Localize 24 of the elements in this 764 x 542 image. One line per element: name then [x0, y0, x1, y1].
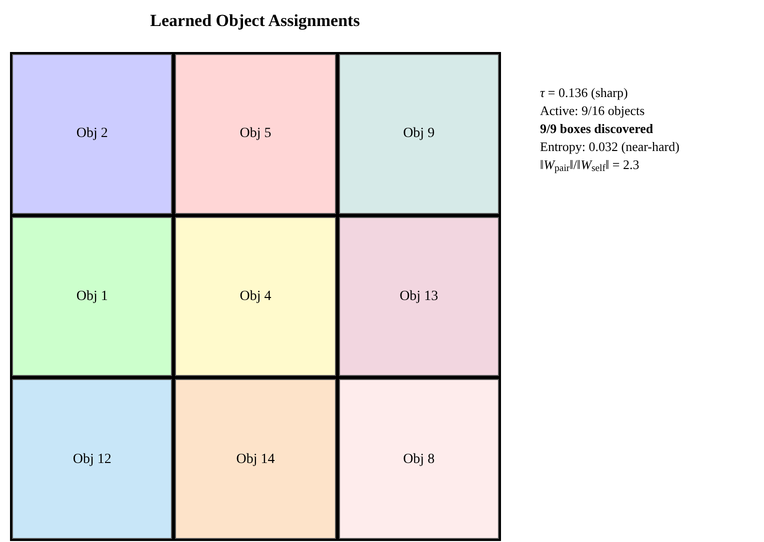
object-cell [175, 379, 336, 539]
object-cell [175, 216, 336, 376]
object-label: Obj 13 [400, 288, 438, 306]
object-label: Obj 5 [240, 125, 272, 144]
stat-note: 9/9 boxes discovered [540, 120, 654, 138]
object-cell [12, 216, 172, 376]
object-label: Obj 9 [403, 125, 435, 144]
object-cell [12, 54, 172, 214]
stat-note: Entropy: 0.032 (near-hard) [540, 138, 680, 156]
object-label: Obj 12 [72, 450, 112, 469]
object-cell [338, 379, 499, 539]
object-label: Obj 14 [236, 450, 275, 469]
object-cell [338, 54, 499, 214]
chart-title: Learned Object Assignments [149, 10, 361, 32]
object-cell [12, 379, 172, 539]
object-cell [175, 54, 336, 214]
object-label: Obj 4 [240, 288, 272, 306]
object-label: Obj 1 [76, 288, 108, 306]
object-label: Obj 2 [76, 125, 108, 144]
object-label: Obj 8 [403, 450, 435, 469]
stat-note: τ = 0.136 (sharp) [540, 84, 629, 102]
object-cell [338, 216, 499, 376]
stat-note: ‖W$_{pair}$‖/‖W$_{self}$‖ = 2.3 [540, 156, 640, 174]
stat-note: Active: 9/16 objects [540, 102, 646, 120]
